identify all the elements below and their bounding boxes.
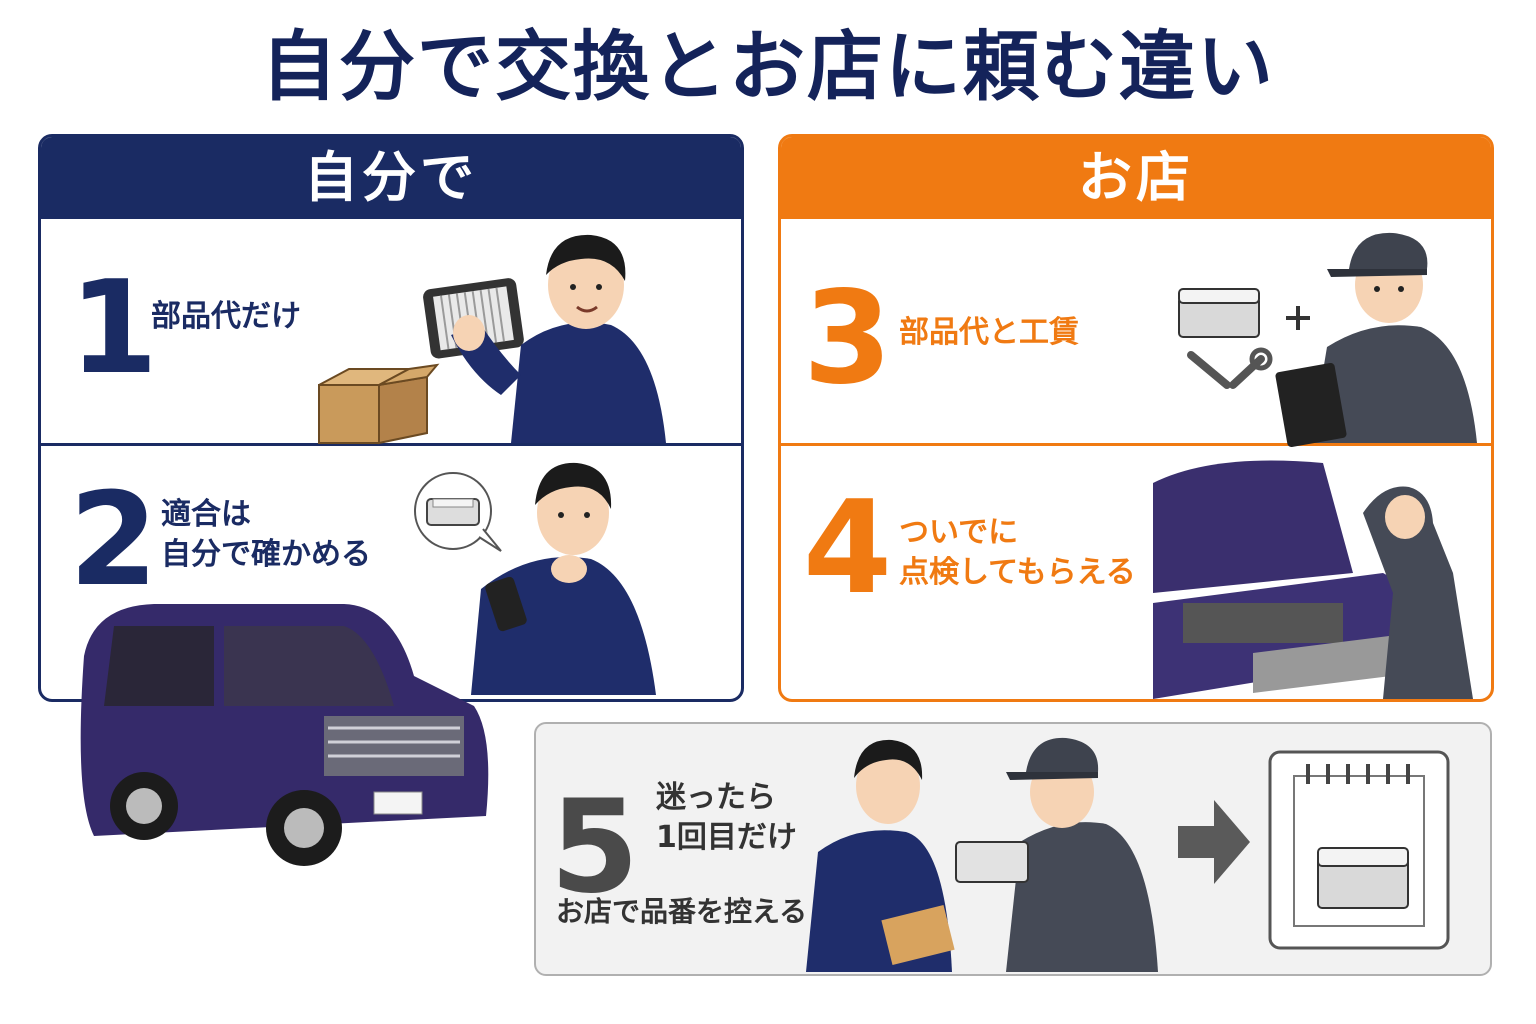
- mechanic-with-clipboard-illustration: [1275, 232, 1477, 447]
- divider: [41, 443, 741, 446]
- air-filter-icon: [955, 841, 1029, 883]
- page-title: 自分で交換とお店に頼む違い: [261, 22, 1275, 111]
- air-filter-icon: [1178, 288, 1260, 338]
- panel-shop-header: お店: [781, 137, 1491, 219]
- item-label-2: 適合は 自分で確かめる: [161, 497, 371, 572]
- notepad-icon: [1268, 750, 1450, 950]
- person-illustration: [451, 234, 666, 443]
- item-label-1: 部品代だけ: [151, 299, 301, 334]
- car-hood-open-illustration: [1153, 460, 1473, 699]
- smartphone-icon: [485, 576, 527, 632]
- item-label-4: ついでに 点検してもらえる: [899, 515, 1136, 590]
- item-label-5-top: 迷ったら 1回目だけ: [656, 780, 797, 855]
- cardboard-box-icon: [318, 363, 440, 445]
- item-number-3: 3: [803, 264, 893, 413]
- panel-self-header: 自分で: [41, 137, 741, 219]
- item-number-2: 2: [69, 466, 159, 615]
- panel-tip: 5 迷ったら 1回目だけ お店で品番を控える: [534, 722, 1492, 976]
- item-number-5: 5: [550, 773, 640, 922]
- item-number-1: 1: [69, 254, 159, 403]
- clipboard-icon: [1275, 363, 1347, 447]
- car-illustration: [80, 604, 489, 866]
- thought-bubble-icon: [414, 472, 502, 552]
- customer-and-mechanic-illustration: [806, 737, 1158, 972]
- person-with-phone-illustration: [471, 462, 656, 695]
- item-label-3: 部品代と工賃: [899, 315, 1079, 350]
- wrench-icon: [1187, 347, 1273, 389]
- item-label-5-bottom: お店で品番を控える: [556, 895, 808, 928]
- arrow-right-icon: [1178, 800, 1250, 884]
- panel-shop: お店 3 部品代と工賃 4 ついでに 点検してもらえる: [778, 134, 1494, 702]
- plus-icon: [1286, 306, 1310, 330]
- item-number-4: 4: [803, 474, 893, 623]
- divider: [781, 443, 1491, 446]
